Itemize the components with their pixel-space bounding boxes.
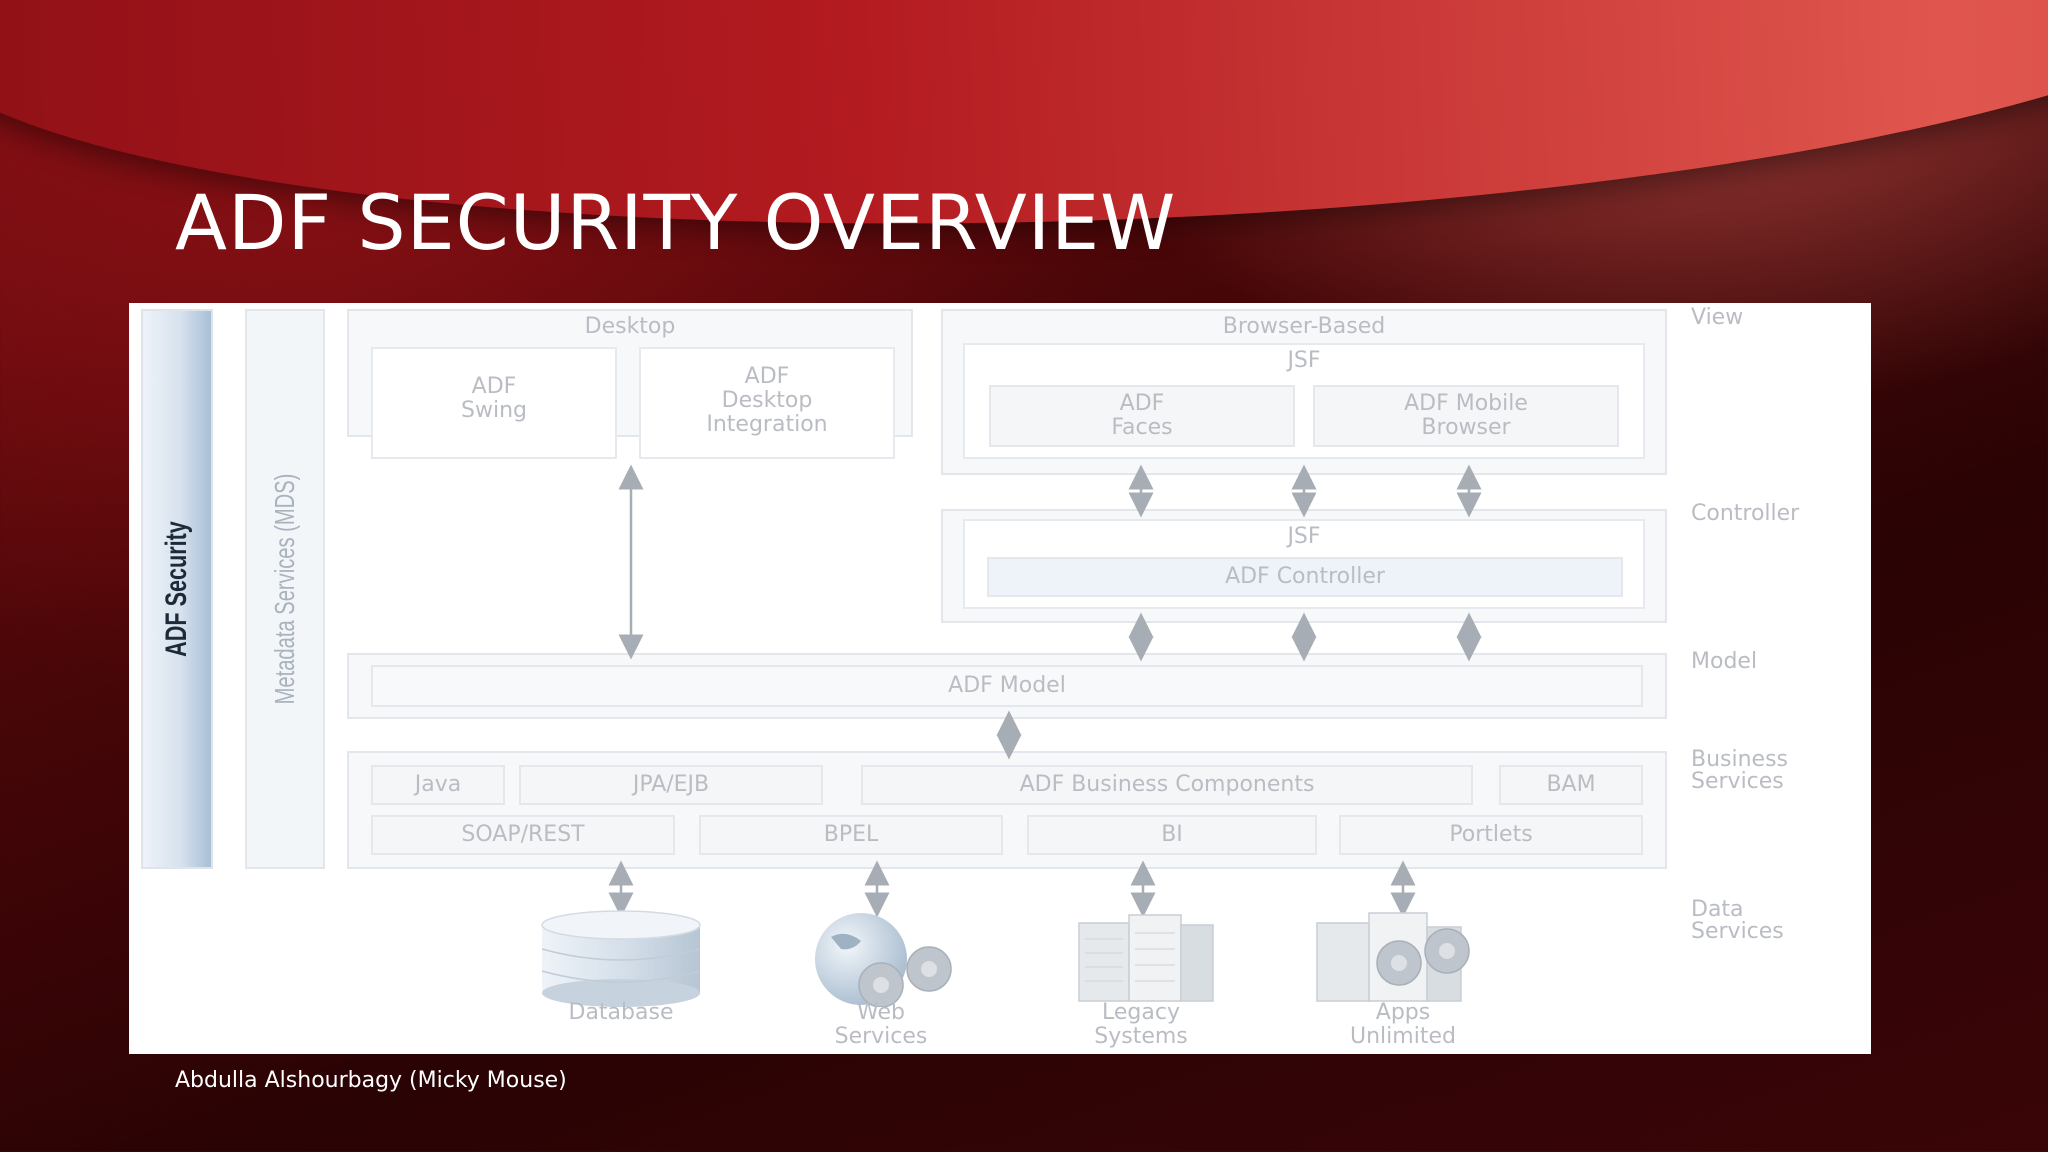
apps-unlimited-label: Apps Unlimited [1350, 1000, 1456, 1049]
soap-rest-box: SOAP/REST [371, 815, 675, 855]
layer-controller: Controller [1691, 501, 1800, 526]
database-label: Database [568, 1000, 674, 1025]
adf-swing-label: ADF Swing [461, 374, 527, 423]
adf-faces-label: ADF Faces [1111, 391, 1173, 440]
layer-view: View [1691, 305, 1744, 330]
browser-title: Browser-Based [1222, 314, 1386, 339]
mds-bar: Metadata Services (MDS) [245, 309, 325, 869]
controller-jsf-label: JSF [1287, 524, 1321, 549]
layer-data-services: Data Services [1691, 897, 1784, 944]
adf-security-bar: ADF Security [141, 309, 213, 869]
legacy-systems-icon [1078, 914, 1214, 1002]
adf-bc-label: ADF Business Components [1019, 772, 1315, 797]
architecture-diagram: ADF Security Metadata Services (MDS) Des… [129, 303, 1871, 1054]
bpel-box: BPEL [699, 815, 1003, 855]
slide-title: ADF SECURITY OVERVIEW [175, 178, 1177, 267]
web-services-label: Web Services [834, 1000, 928, 1049]
jpa-ejb-label: JPA/EJB [632, 772, 710, 797]
adf-controller-label: ADF Controller [1225, 564, 1385, 589]
apps-unlimited-icon [1316, 912, 1470, 1002]
adf-desktop-integration-label: ADF Desktop Integration [706, 364, 828, 437]
adf-controller-box: ADF Controller [987, 557, 1623, 597]
adf-desktop-integration-box [639, 347, 895, 459]
bpel-label: BPEL [823, 822, 879, 847]
slide-footer: Abdulla Alshourbagy (Micky Mouse) [175, 1068, 567, 1093]
jpa-ejb-box: JPA/EJB [519, 765, 823, 805]
java-box: Java [371, 765, 505, 805]
adf-swing-box [371, 347, 617, 459]
portlets-label: Portlets [1449, 822, 1533, 847]
adf-mobile-browser-label: ADF Mobile Browser [1404, 391, 1528, 440]
bam-label: BAM [1546, 772, 1596, 797]
layer-business-services: Business Services [1691, 747, 1789, 794]
adf-model-label: ADF Model [948, 673, 1066, 698]
adf-faces-box: ADF Faces [989, 385, 1295, 447]
bi-box: BI [1027, 815, 1317, 855]
browser-jsf-label: JSF [1287, 348, 1321, 373]
desktop-title: Desktop [584, 314, 676, 339]
legacy-systems-label: Legacy Systems [1094, 1000, 1188, 1049]
bam-box: BAM [1499, 765, 1643, 805]
layer-model: Model [1691, 649, 1758, 674]
database-icon [541, 910, 701, 1007]
soap-rest-label: SOAP/REST [461, 822, 585, 847]
bi-label: BI [1161, 822, 1183, 847]
arrows-layer [608, 464, 1482, 918]
portlets-box: Portlets [1339, 815, 1643, 855]
adf-bc-box: ADF Business Components [861, 765, 1473, 805]
web-services-icon [815, 913, 952, 1007]
adf-mobile-browser-box: ADF Mobile Browser [1313, 385, 1619, 447]
adf-model-box: ADF Model [371, 665, 1643, 707]
java-label: Java [414, 772, 462, 797]
